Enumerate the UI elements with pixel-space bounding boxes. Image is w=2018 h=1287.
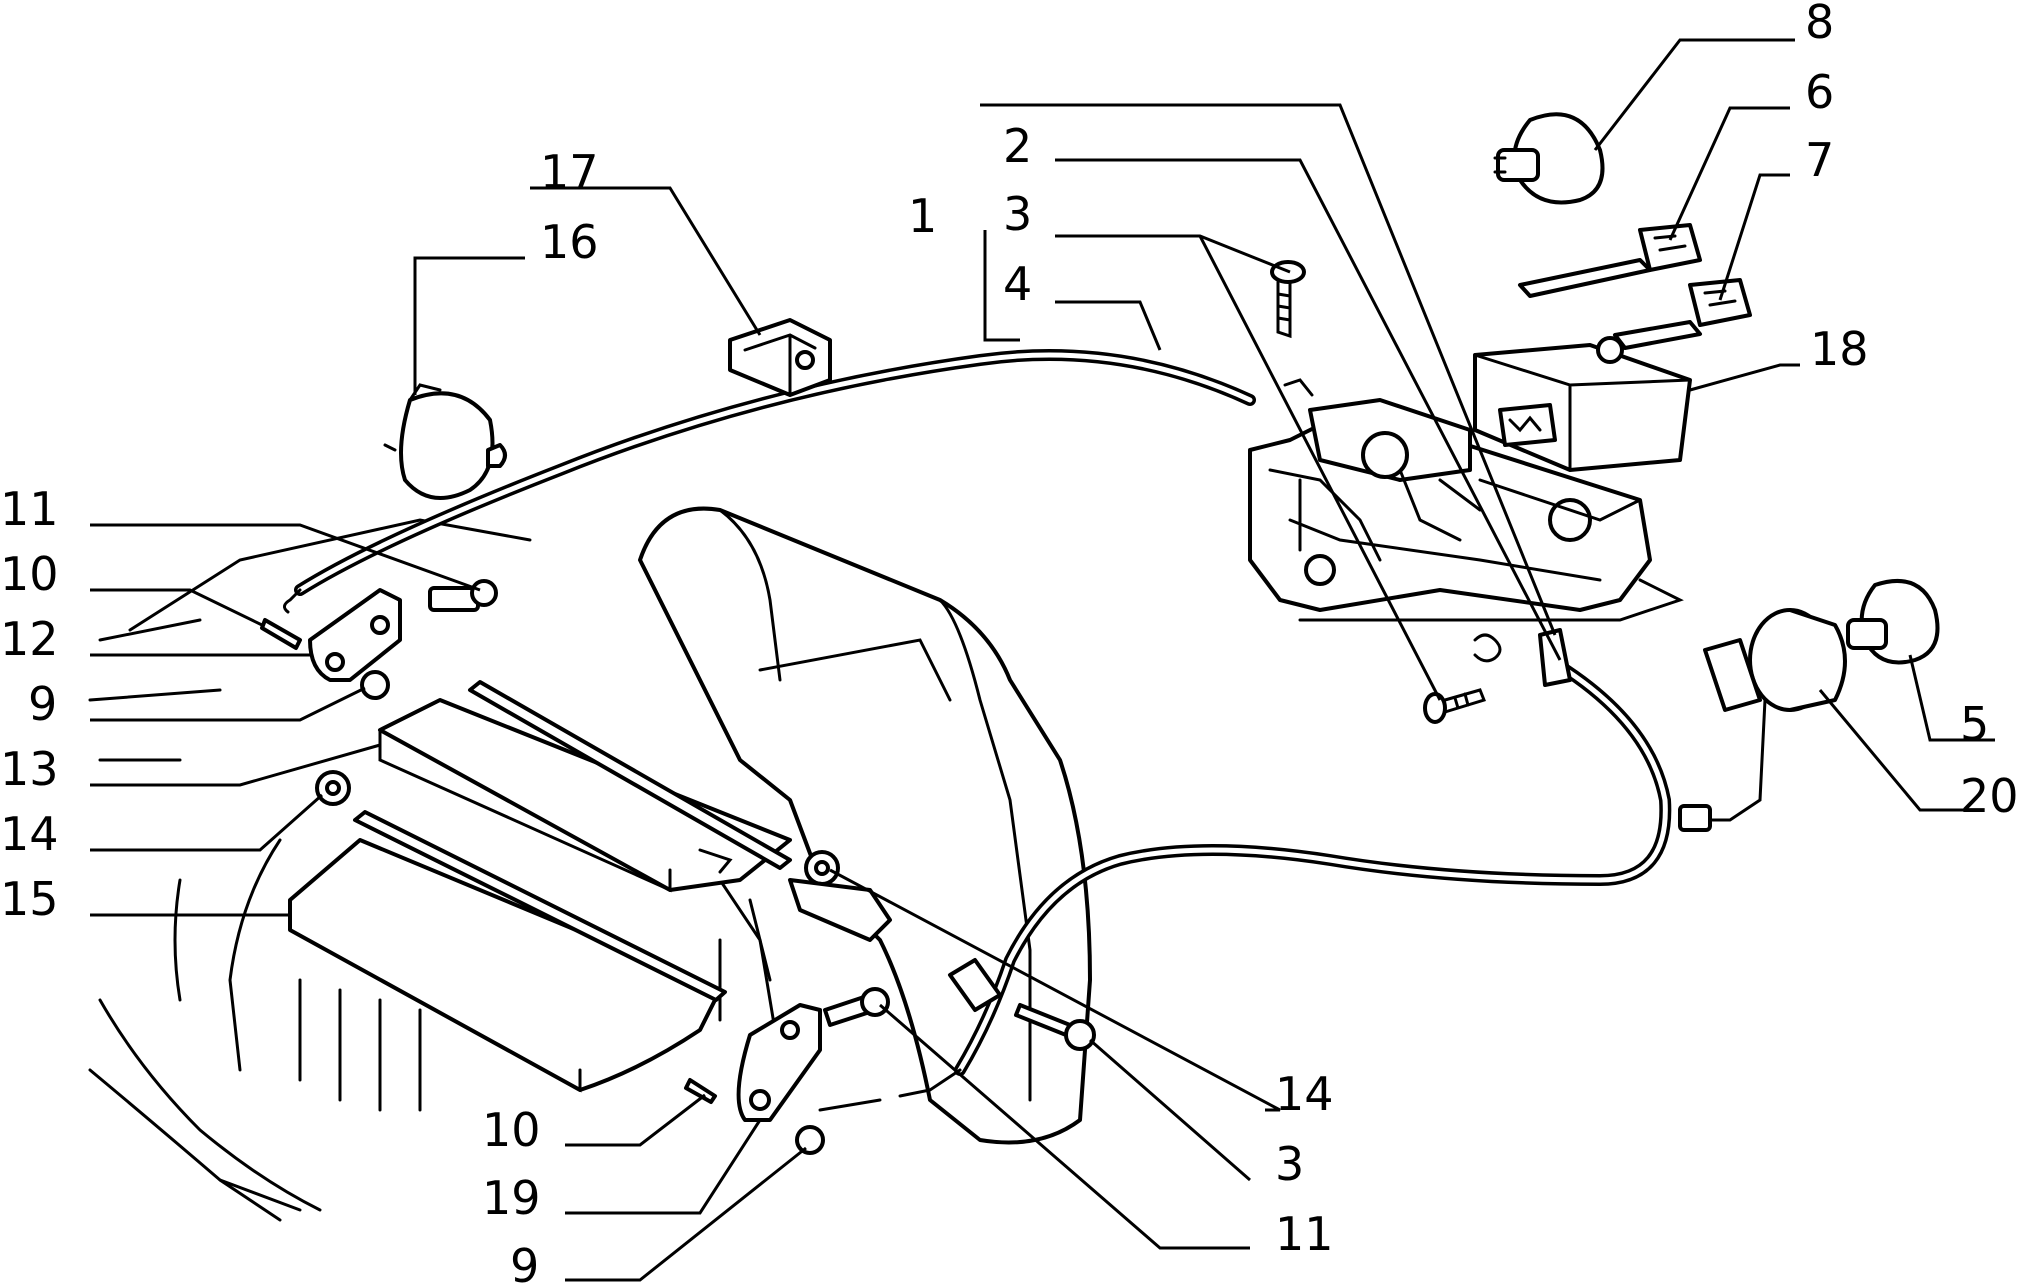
callout-19: 19 xyxy=(482,1171,541,1225)
lock-mechanism-assembly xyxy=(1248,378,1684,622)
callout-11a: 11 xyxy=(0,482,59,536)
part-13-parcel-shelf xyxy=(378,680,792,893)
part-16-grommet xyxy=(383,383,507,500)
part-7-connector xyxy=(1613,278,1752,350)
callout-9a: 9 xyxy=(28,677,57,731)
part-9-nut-lower xyxy=(795,1125,825,1155)
callout-2: 2 xyxy=(1003,119,1032,173)
callout-3a: 3 xyxy=(1003,187,1032,241)
callout-15: 15 xyxy=(0,872,59,926)
part-3-screw-middle xyxy=(1014,1003,1096,1051)
callout-5: 5 xyxy=(1960,697,1989,751)
part-6-connector xyxy=(1518,223,1702,298)
callout-20: 20 xyxy=(1960,769,2018,823)
part-11-bolt-upper xyxy=(428,579,498,612)
part-12-hinge-bracket xyxy=(308,588,402,682)
callout-6: 6 xyxy=(1805,65,1834,119)
part-5-lamp-holder xyxy=(1846,578,1940,665)
callout-8: 8 xyxy=(1805,0,1834,49)
part-15-parcel-shelf xyxy=(288,810,727,1093)
callout-10a: 10 xyxy=(0,547,59,601)
callout-16: 16 xyxy=(540,215,599,269)
part-3-screw-lower xyxy=(1423,688,1486,724)
callout-4: 4 xyxy=(1003,257,1032,311)
callout-10b: 10 xyxy=(482,1103,541,1157)
part-20-actuator xyxy=(1678,608,1847,832)
callout-14b: 14 xyxy=(1275,1067,1334,1121)
part-14-grommet-lower xyxy=(788,850,892,942)
rear-cable-clip xyxy=(948,958,1002,1012)
release-cable-rear xyxy=(818,654,1672,1112)
release-cable-front xyxy=(283,349,1256,614)
callout-17: 17 xyxy=(540,145,599,199)
callout-11b: 11 xyxy=(1275,1207,1334,1261)
callout-7: 7 xyxy=(1805,133,1834,187)
part-11-bolt-lower xyxy=(823,987,890,1027)
callout-3b: 3 xyxy=(1275,1137,1304,1191)
part-19-hinge-bracket xyxy=(736,1003,822,1122)
leader-lines xyxy=(90,38,1995,1282)
part-18-control-unit xyxy=(1473,336,1692,472)
callout-14a: 14 xyxy=(0,807,59,861)
part-9-nut-upper xyxy=(360,670,390,700)
callout-1: 1 xyxy=(908,189,937,243)
part-8-lamp-holder xyxy=(1493,112,1605,205)
part-17-cable-clip xyxy=(728,318,832,397)
part-10-pin-lower xyxy=(684,1078,717,1104)
callout-9b: 9 xyxy=(510,1239,539,1287)
cable-end-fitting xyxy=(1473,628,1572,687)
callout-12: 12 xyxy=(0,612,59,666)
part-14-grommet-upper xyxy=(315,770,351,806)
part-10-pin-upper xyxy=(260,618,302,650)
part-3-screw-upper xyxy=(1270,260,1306,339)
callout-18: 18 xyxy=(1810,322,1869,376)
callout-13: 13 xyxy=(0,742,59,796)
